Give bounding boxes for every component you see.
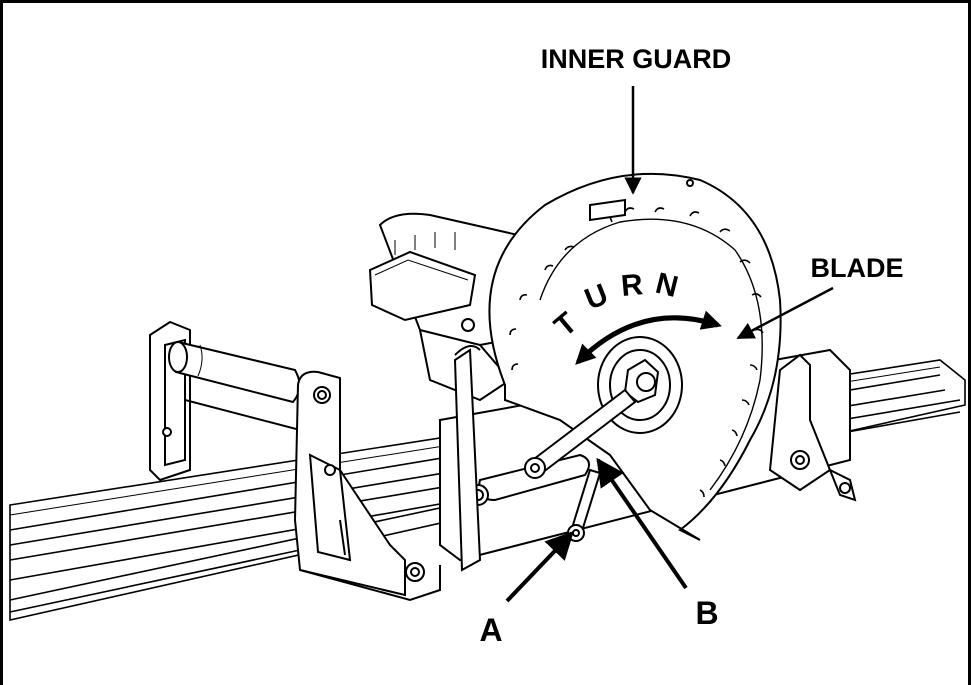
blade-label: BLADE [811, 253, 904, 283]
roller-bar [168, 340, 301, 404]
a-label: A [479, 612, 502, 648]
inner-guard-label: INNER GUARD [541, 44, 732, 74]
support-post [453, 345, 482, 572]
a-arrow [505, 530, 574, 603]
left-bracket [293, 370, 441, 602]
blade-arrow [736, 286, 834, 340]
right-bracket [768, 353, 857, 502]
b-arrow [596, 457, 688, 590]
wrench-b [524, 388, 637, 479]
b-label: B [695, 595, 718, 631]
turn-arrow [575, 310, 722, 365]
turn-letter-r: R [620, 268, 645, 303]
